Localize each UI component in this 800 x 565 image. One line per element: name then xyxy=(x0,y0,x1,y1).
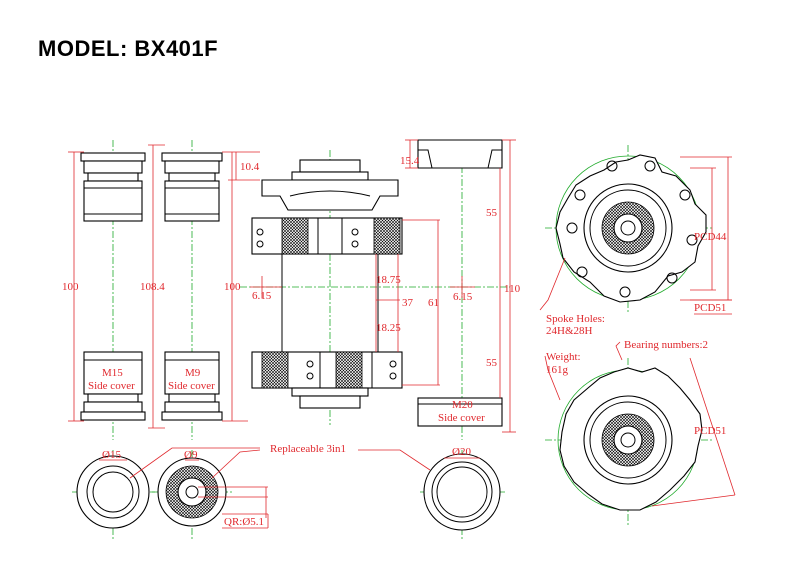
m15-side-cover-drawing xyxy=(80,140,146,440)
dia-9-label: Ø9 xyxy=(184,449,198,461)
dim-6-15-hub: 6.15 xyxy=(252,290,272,302)
dim-lines-left xyxy=(68,144,260,429)
dim-18-25: 18.25 xyxy=(376,322,401,334)
dim-10-4: 10.4 xyxy=(240,161,260,173)
pcd51-top-label: PCD51 xyxy=(694,302,726,314)
qr-label: QR:Ø5.1 xyxy=(224,516,264,528)
m9-label: M9 xyxy=(185,367,201,379)
dim-18-75: 18.75 xyxy=(376,274,401,286)
m9-side-cover-label: Side cover xyxy=(168,380,215,392)
m15-side-cover-label: Side cover xyxy=(88,380,135,392)
hub-side-view-drawing xyxy=(240,150,510,425)
dim-108-4: 108.4 xyxy=(140,281,165,293)
dim-15-4: 15.4 xyxy=(400,155,420,167)
m20-label: M20 xyxy=(452,399,473,411)
dim-lines-flange-top xyxy=(539,156,732,311)
dim-61: 61 xyxy=(428,297,439,309)
m15-label: M15 xyxy=(102,367,123,379)
label-boxes xyxy=(222,313,732,529)
spoke-holes-label: Spoke Holes: xyxy=(546,313,605,325)
dimension-labels: 100 108.4 100 10.4 6.15 18.75 37 18.25 6… xyxy=(62,155,727,528)
model-title: MODEL: BX401F xyxy=(38,36,219,61)
pcd44-label: PCD44 xyxy=(694,231,727,243)
flange-view-bottom xyxy=(545,358,712,525)
m9-side-cover-drawing xyxy=(161,140,223,440)
bearing-label: Bearing numbers:2 xyxy=(624,339,708,351)
dim-lines-bottom xyxy=(99,447,480,518)
weight-label: Weight: xyxy=(546,351,581,363)
dia-15-label: Ø15 xyxy=(102,449,121,461)
m20-side-cover-drawing xyxy=(417,139,503,440)
dim-lines-m20 xyxy=(405,139,516,433)
dim-lines-hub xyxy=(250,219,440,386)
pcd51-bottom-label: PCD51 xyxy=(694,425,726,437)
dim-100-m9: 100 xyxy=(224,281,241,293)
flange-view-top xyxy=(545,145,712,312)
bottom-end-views xyxy=(72,450,505,540)
dim-110: 110 xyxy=(504,283,521,295)
m20-side-cover-label: Side cover xyxy=(438,412,485,424)
spoke-holes-value: 24H&28H xyxy=(546,325,593,337)
dim-lines-flange-bottom xyxy=(544,341,736,507)
dim-37: 37 xyxy=(402,297,414,309)
weight-value: 161g xyxy=(546,364,569,376)
dim-55-top: 55 xyxy=(486,207,498,219)
dim-100-m15: 100 xyxy=(62,281,79,293)
dia-20-label: Ø20 xyxy=(452,446,471,458)
replaceable-label: Replaceable 3in1 xyxy=(270,443,346,455)
dim-55-bottom: 55 xyxy=(486,357,498,369)
dim-6-15-m20: 6.15 xyxy=(453,291,473,303)
